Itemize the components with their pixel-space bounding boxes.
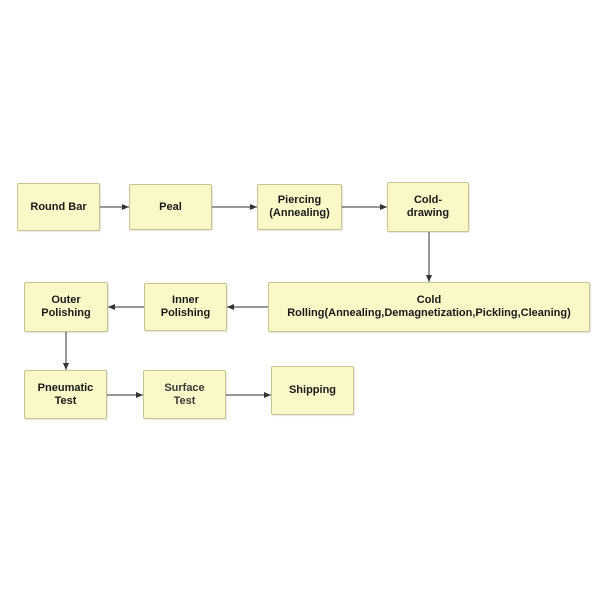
node-surface-test-label: Surface Test (164, 381, 205, 407)
node-peal-label: Peal (159, 200, 182, 213)
node-shipping-label: Shipping (288, 384, 337, 396)
node-cold-drawing-label: Cold- drawing (406, 194, 450, 219)
node-round-bar: Round Bar (17, 183, 100, 231)
node-surface-test: Surface Test (143, 370, 226, 419)
node-outer-polishing: Outer Polishing (24, 282, 108, 332)
node-inner-polishing: Inner Polishing (144, 283, 227, 331)
node-pneumatic-test-label: Pneumatic Test (37, 381, 94, 407)
node-peal: Peal (129, 184, 212, 230)
node-cold-drawing: Cold- drawing (387, 182, 469, 232)
node-pneumatic-test: Pneumatic Test (24, 370, 107, 419)
node-cold-rolling: Cold Rolling(Annealing,Demagnetization,P… (268, 282, 590, 332)
node-cold-rolling-label: Cold Rolling(Annealing,Demagnetization,P… (287, 294, 571, 319)
node-round-bar-label: Round Bar (30, 200, 87, 213)
node-shipping: Shipping (271, 366, 354, 415)
node-outer-polishing-label: Outer Polishing (41, 294, 91, 319)
node-piercing-label: Piercing (Annealing) (269, 194, 330, 219)
node-inner-polishing-label: Inner Polishing (160, 294, 211, 319)
node-piercing: Piercing (Annealing) (257, 184, 342, 230)
